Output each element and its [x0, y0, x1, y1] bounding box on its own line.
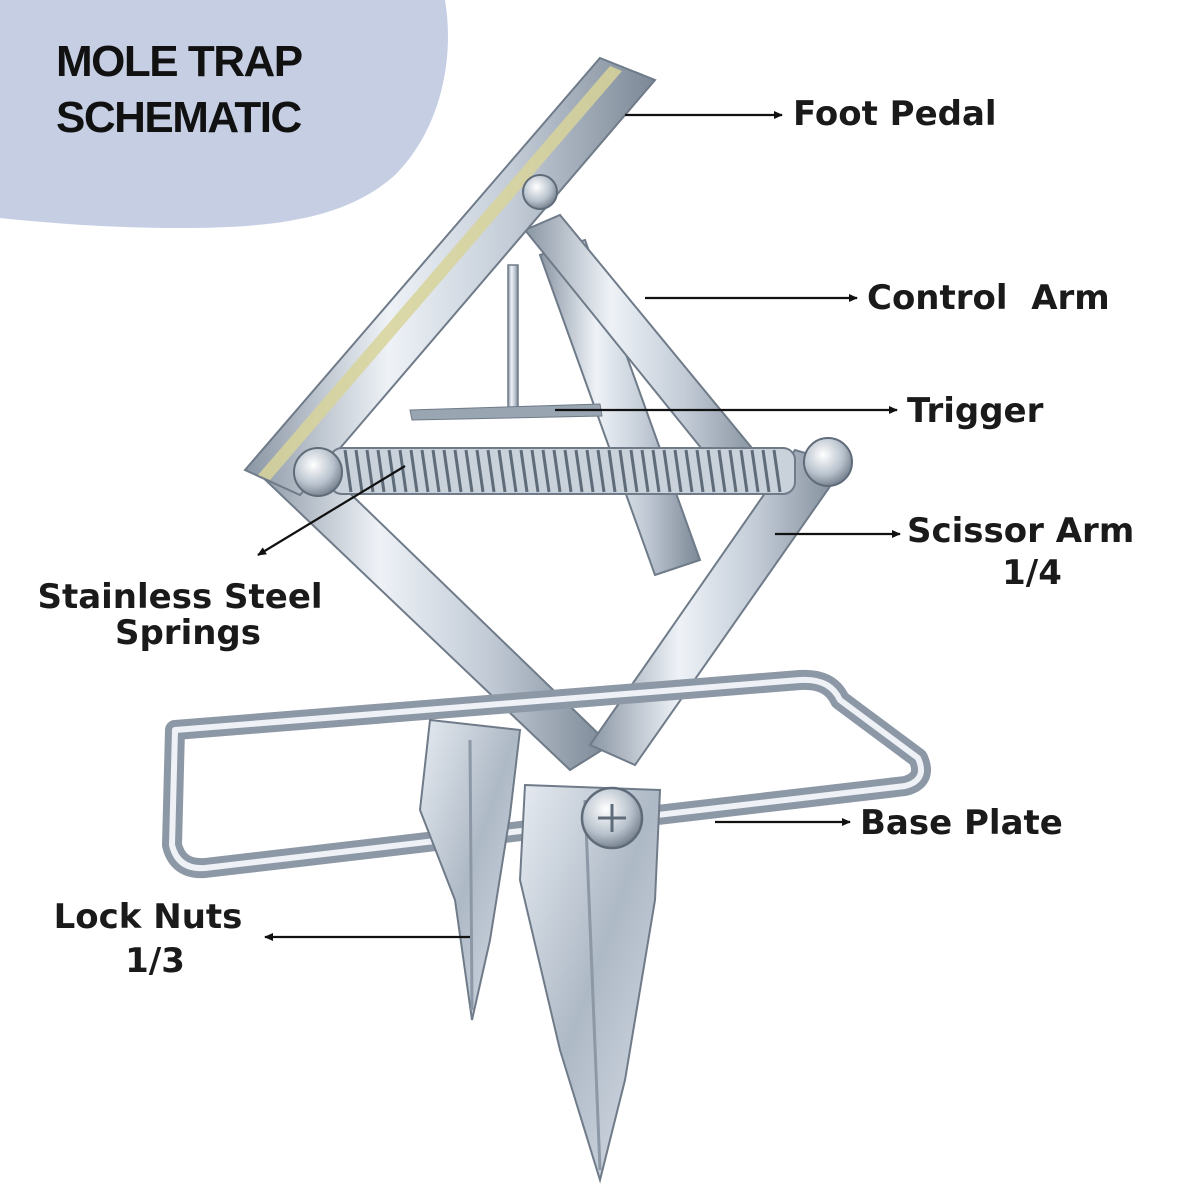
spring-coil-turn — [563, 449, 573, 493]
spring-coil-turn — [376, 449, 386, 493]
foot-pedal-accent — [258, 66, 622, 480]
callout-arrows — [257, 111, 901, 941]
spring-coil-turn — [475, 449, 485, 493]
label-foot-pedal: Foot Pedal — [793, 94, 997, 134]
spring-coil-turn — [343, 449, 353, 493]
spring-coil-turn — [728, 449, 738, 493]
spring-coil-turn — [574, 449, 584, 493]
spring-coil-turn — [519, 449, 529, 493]
label-lock-nuts-line2: 1/3 — [125, 941, 185, 981]
spring-coil-turn — [453, 449, 463, 493]
pedal-pivot-bolt — [522, 174, 558, 210]
spring-coil-turn — [398, 449, 408, 493]
spring-coil-turn — [607, 449, 617, 493]
label-springs-line1: Stainless Steel — [37, 577, 322, 617]
trigger-plate — [409, 403, 603, 421]
spring-coil-turn — [739, 449, 749, 493]
spring-coil-turn — [486, 449, 496, 493]
label-lock-nuts-line1: Lock Nuts — [54, 897, 243, 937]
spring-coil-turn — [772, 449, 782, 493]
spring-coil-turn — [442, 449, 452, 493]
mole-trap-illustration — [162, 56, 931, 1184]
spring-coil-turn — [629, 449, 639, 493]
spring-coil-turn — [662, 449, 672, 493]
spring-coil-turn — [585, 449, 595, 493]
spring-coil-turn — [761, 449, 771, 493]
spring-coil-turn — [651, 449, 661, 493]
spring-coil-turn — [640, 449, 650, 493]
label-springs-line2: Springs — [115, 613, 261, 653]
trigger-rod — [507, 264, 519, 411]
callout-labels: Foot Pedal Control Arm Trigger Scissor A… — [37, 94, 1134, 981]
title-line-2: SCHEMATIC — [56, 93, 302, 142]
title-blob-shape — [0, 0, 448, 228]
spring-coil-turn — [695, 449, 705, 493]
label-scissor-arm-line1: Scissor Arm — [907, 511, 1134, 551]
spring-coil-turn — [684, 449, 694, 493]
spring-coil-turn — [387, 449, 397, 493]
spring-coil-turn — [464, 449, 474, 493]
spring-coil-turn — [596, 449, 606, 493]
spring-coil-turn — [409, 449, 419, 493]
blade-right — [518, 783, 662, 1184]
spring-coil-turn — [552, 449, 562, 493]
spring-coil — [329, 447, 796, 495]
screw-slot-icon — [598, 804, 626, 832]
spring-coil-turn — [673, 449, 683, 493]
spring-coil-turn — [530, 449, 540, 493]
spring-coil-turn — [354, 449, 364, 493]
spring-coil-turn — [750, 449, 760, 493]
label-trigger: Trigger — [907, 391, 1044, 431]
spring-bolt-right — [803, 437, 853, 487]
spring-coil-turn — [420, 449, 430, 493]
title-line-1: MOLE TRAP — [56, 37, 302, 86]
spring-coil-turn — [717, 449, 727, 493]
spring-coil-turn — [508, 449, 518, 493]
spring-coil-turn — [541, 449, 551, 493]
label-control-arm: Control Arm — [867, 278, 1110, 318]
title-badge: MOLE TRAP SCHEMATIC — [0, 0, 448, 228]
label-base-plate: Base Plate — [860, 803, 1063, 843]
spring-coil-turn — [497, 449, 507, 493]
spring-coil-turn — [431, 449, 441, 493]
label-scissor-arm-line2: 1/4 — [1002, 553, 1062, 593]
arrow-springs — [257, 465, 406, 556]
spring-coil-turn — [618, 449, 628, 493]
spring-coil-turn — [706, 449, 716, 493]
spring-bolt-left — [293, 447, 343, 497]
